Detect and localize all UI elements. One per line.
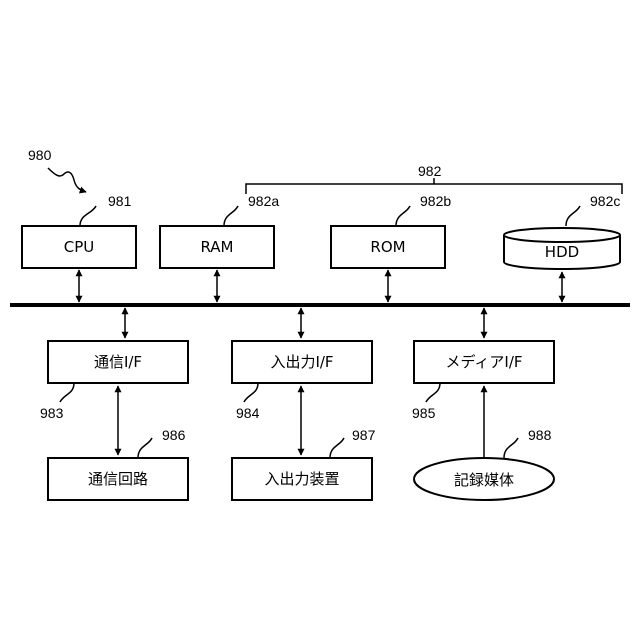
io-device-ref-leader <box>330 438 344 458</box>
system-ref-label: 980 <box>28 147 52 163</box>
media-if-label: メディアI/F <box>445 353 522 371</box>
ram-ref: 982a <box>248 193 279 209</box>
memory-group-ref-label: 982 <box>418 163 442 179</box>
hdd-label: HDD <box>545 243 579 261</box>
rom-label: ROM <box>370 238 405 256</box>
io-if-ref-leader <box>244 383 258 402</box>
media-if-ref: 985 <box>412 405 436 421</box>
io-if-label: 入出力I/F <box>270 353 333 371</box>
cpu-label: CPU <box>64 238 95 256</box>
recording-medium-ref: 988 <box>528 427 552 443</box>
hdd-ref: 982c <box>590 193 620 209</box>
rom-ref-leader <box>396 206 410 226</box>
recording-medium-ref-leader <box>504 438 518 458</box>
recording-medium-label: 記録媒体 <box>454 471 514 489</box>
comm-circuit-ref: 986 <box>162 427 186 443</box>
rom-ref: 982b <box>420 193 451 209</box>
io-if-ref: 984 <box>236 405 260 421</box>
comm-if-ref: 983 <box>40 405 64 421</box>
io-device-label: 入出力装置 <box>264 470 339 488</box>
io-device-ref: 987 <box>352 427 376 443</box>
comm-if-label: 通信I/F <box>94 353 142 371</box>
system-ref-squiggle <box>48 168 86 192</box>
comm-if-ref-leader <box>60 383 74 402</box>
cpu-ref: 981 <box>108 193 132 209</box>
cpu-ref-leader <box>80 206 96 226</box>
hdd-ref-leader <box>566 206 580 226</box>
memory-group-bracket <box>246 178 622 194</box>
ram-label: RAM <box>200 238 233 256</box>
media-if-ref-leader <box>426 383 440 402</box>
comm-circuit-label: 通信回路 <box>88 470 148 488</box>
ram-ref-leader <box>224 206 238 226</box>
comm-circuit-ref-leader <box>138 438 152 458</box>
